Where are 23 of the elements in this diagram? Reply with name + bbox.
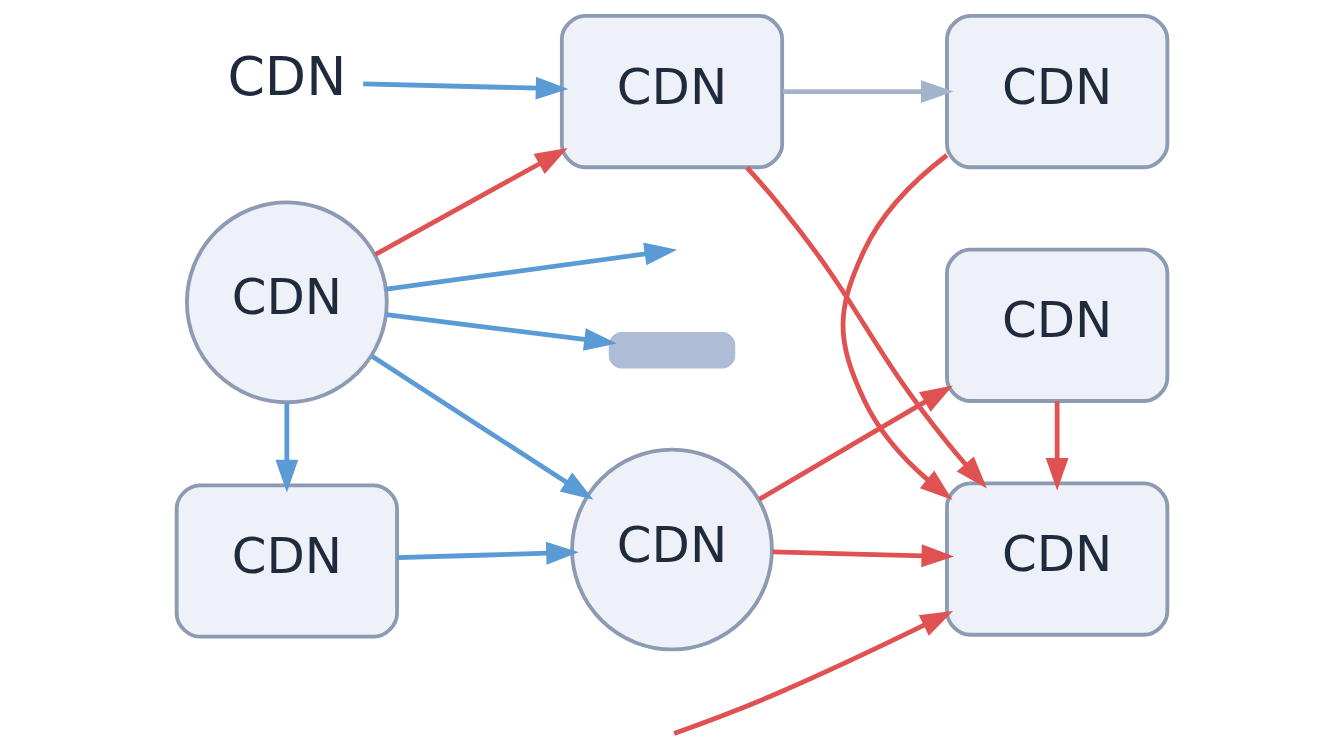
arrow — [758, 385, 953, 502]
arrow — [673, 611, 954, 736]
node-circle: CDN — [185, 200, 389, 405]
node-box: CDN — [559, 13, 785, 170]
arrow — [371, 354, 594, 500]
arrow — [772, 544, 955, 568]
arrow — [1045, 401, 1069, 491]
arrow — [363, 76, 569, 100]
node-box: CDN — [945, 481, 1170, 637]
arrow — [386, 242, 678, 292]
arrow — [374, 148, 568, 257]
arrow — [386, 312, 617, 351]
arrow — [397, 541, 579, 565]
node-bar — [608, 332, 736, 369]
node-box: CDN — [174, 483, 399, 639]
arrow — [782, 80, 954, 103]
node-text: CDN — [227, 45, 347, 109]
arrow — [275, 403, 299, 493]
arrow — [840, 153, 953, 500]
arrow — [745, 165, 987, 489]
node-box: CDN — [945, 247, 1170, 403]
node-circle: CDN — [570, 447, 774, 652]
node-box: CDN — [945, 13, 1170, 170]
